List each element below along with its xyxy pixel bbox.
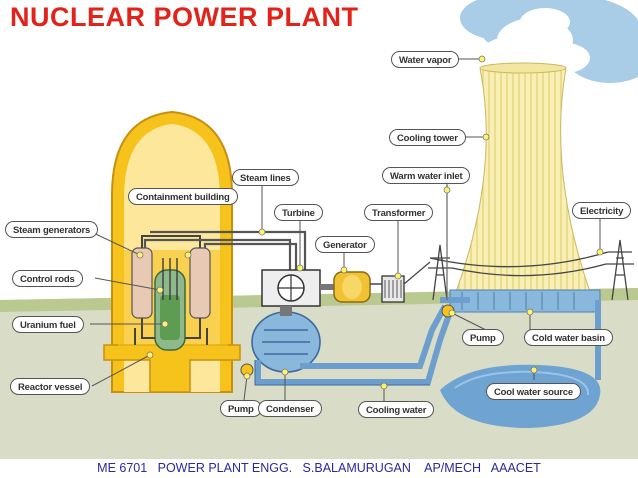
uranium-fuel-core: [160, 295, 180, 340]
label-control-rods: Control rods: [12, 270, 83, 287]
page-title: NUCLEAR POWER PLANT: [10, 2, 359, 32]
generator: [333, 271, 371, 303]
cooling-water-pipes: [255, 297, 601, 385]
transmission-towers: [428, 239, 634, 301]
label-pump-bottom: Pump: [220, 400, 262, 417]
footer-caption: ME 6701 POWER PLANT ENGG. S.BALAMURUGAN …: [0, 459, 638, 478]
cold-water-basin: [449, 289, 601, 313]
label-turbine: Turbine: [274, 204, 323, 221]
label-warm-water-inlet: Warm water inlet: [382, 167, 471, 184]
label-cooling-tower: Cooling tower: [389, 129, 466, 146]
turbine: [261, 269, 321, 307]
label-pump-right: Pump: [462, 329, 504, 346]
label-reactor-vessel: Reactor vessel: [10, 378, 91, 395]
primary-loop: [134, 235, 208, 345]
control-rods: [162, 258, 178, 300]
label-containment-building: Containment building: [128, 188, 238, 205]
label-steam-generators: Steam generators: [5, 221, 99, 238]
label-condenser: Condenser: [258, 400, 322, 417]
label-steam-lines: Steam lines: [232, 169, 299, 186]
steam-generator-left: [131, 247, 153, 319]
steam-generator-right: [189, 247, 211, 319]
reactor-base: [103, 344, 241, 393]
label-cooling-water: Cooling water: [358, 401, 435, 418]
label-uranium-fuel: Uranium fuel: [12, 316, 84, 333]
transformer: [381, 275, 405, 303]
steam-lines: [143, 230, 307, 272]
label-transformer: Transformer: [364, 204, 434, 221]
label-generator: Generator: [315, 236, 375, 253]
label-water-vapor: Water vapor: [391, 51, 460, 68]
condenser: [251, 306, 321, 373]
label-cold-water-basin: Cold water basin: [524, 329, 613, 346]
label-electricity: Electricity: [572, 202, 632, 219]
label-cool-water-source: Cool water source: [486, 383, 581, 400]
label-markers: [136, 55, 604, 390]
